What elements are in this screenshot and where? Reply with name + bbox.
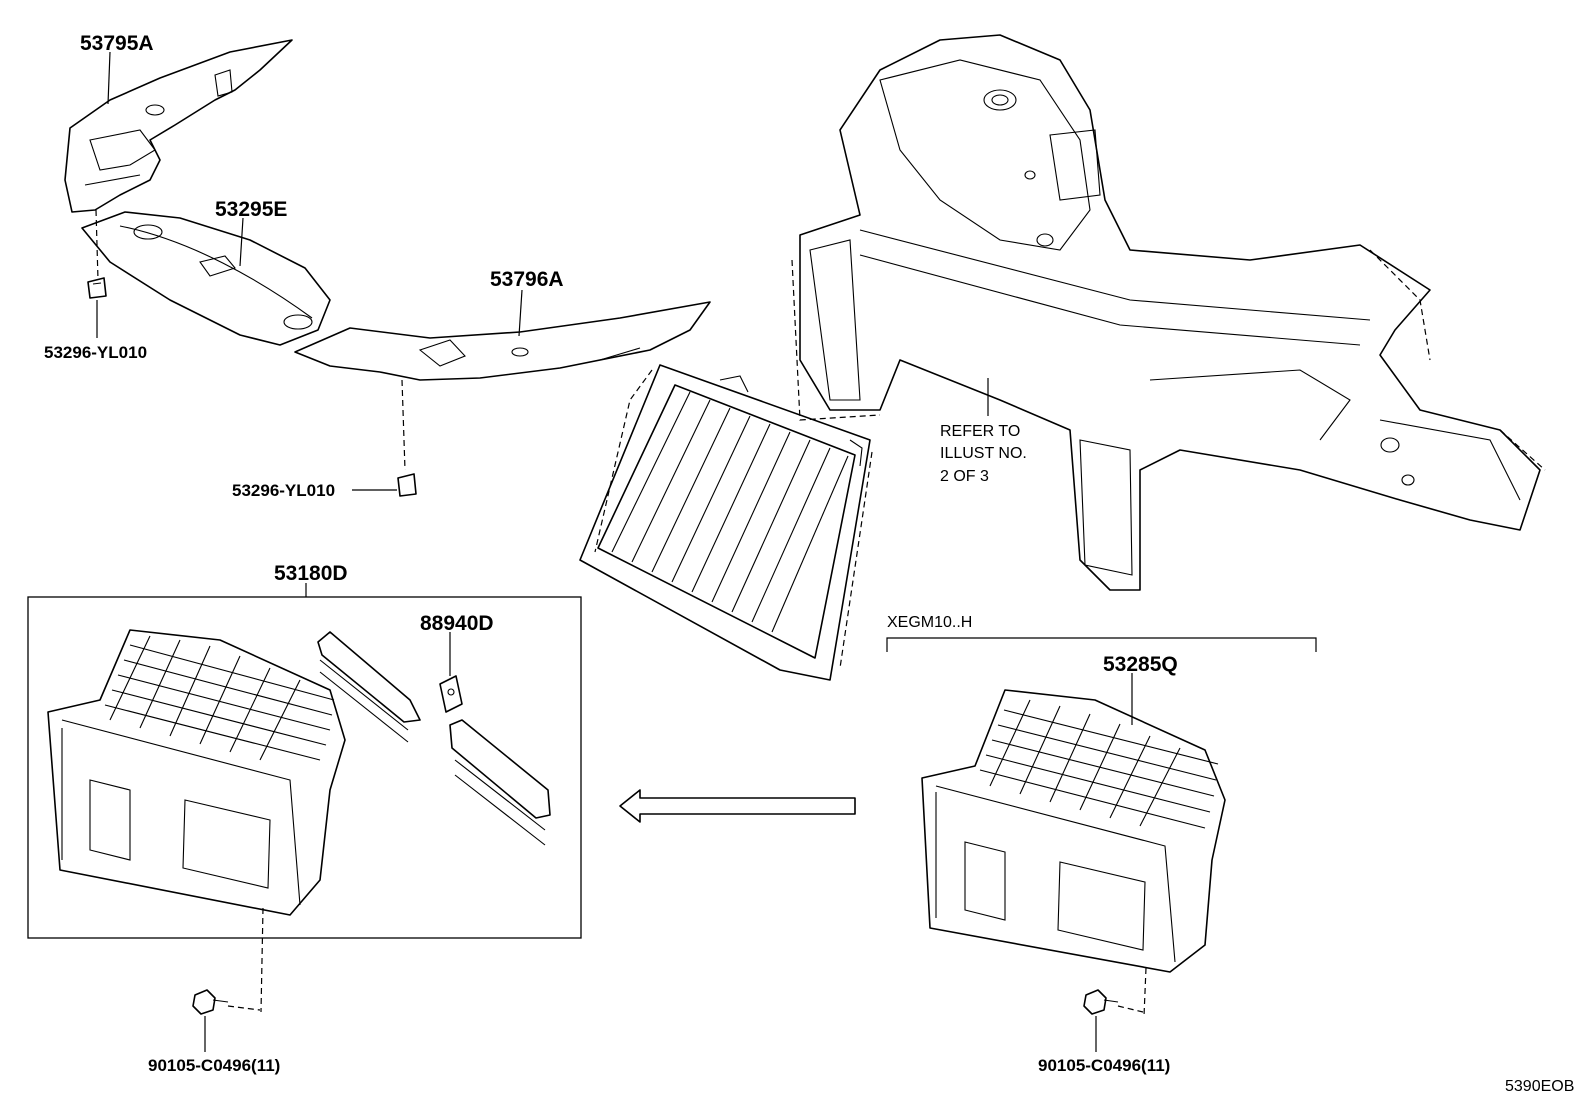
bolt-90105-right[interactable]: [1083, 989, 1119, 1015]
label-53285Q: 53285Q: [1103, 653, 1178, 676]
radiator-assembly[interactable]: [579, 364, 873, 681]
dashed-guide-clip-top: [95, 209, 99, 281]
note-refer-line2: ILLUST NO.: [940, 445, 1027, 462]
leader-53795A: [107, 51, 111, 105]
grille-shutter-lower[interactable]: [449, 719, 551, 846]
note-refer-line1: REFER TO: [940, 423, 1020, 440]
label-53180D: 53180D: [274, 562, 348, 585]
duct-grid: [104, 635, 335, 761]
clip-53296-mid[interactable]: [397, 473, 417, 497]
label-53296-mid: 53296-YL010: [232, 481, 335, 500]
part-53796A-cover[interactable]: [294, 301, 711, 381]
part-53285Q-air-duct[interactable]: [921, 689, 1226, 973]
front-body-structure[interactable]: [791, 34, 1546, 591]
leader-53295E: [239, 217, 244, 267]
part-88940D-actuator[interactable]: [439, 675, 463, 713]
label-53296-top: 53296-YL010: [44, 343, 147, 362]
radiator-fins: [611, 391, 849, 633]
dashed-guide-clip-mid: [401, 379, 406, 471]
dashed-guide-bolt-left: [260, 907, 264, 1013]
variant-label: XEGM10..H: [887, 614, 972, 631]
label-90105-right: 90105-C0496(11): [1038, 1056, 1170, 1075]
leader-53796A: [518, 289, 523, 337]
dashed-bolt-right-link: [1117, 1005, 1144, 1013]
part-53795A-cover[interactable]: [64, 39, 293, 213]
clip-53296-top[interactable]: [87, 277, 107, 299]
bolt-90105-left[interactable]: [192, 989, 229, 1015]
label-53295E: 53295E: [215, 198, 287, 221]
label-53796A: 53796A: [490, 268, 564, 291]
dashed-bolt-left-link: [227, 1005, 261, 1011]
part-53295E-cover[interactable]: [81, 211, 331, 346]
grille-shutter-upper[interactable]: [317, 631, 421, 743]
label-90105-left: 90105-C0496(11): [148, 1056, 280, 1075]
dashed-guide-bolt-right: [1143, 967, 1147, 1017]
label-53795A: 53795A: [80, 32, 154, 55]
variant-bracket: [886, 637, 1317, 652]
figure-code: 5390EOB: [1505, 1078, 1574, 1095]
note-refer-line3: 2 OF 3: [940, 468, 989, 485]
arrow-left: [619, 789, 856, 823]
duct-grid-right: [979, 699, 1219, 829]
group-box-53180D: [27, 596, 582, 939]
label-88940D: 88940D: [420, 612, 494, 635]
part-53180D-air-duct[interactable]: [47, 629, 346, 916]
